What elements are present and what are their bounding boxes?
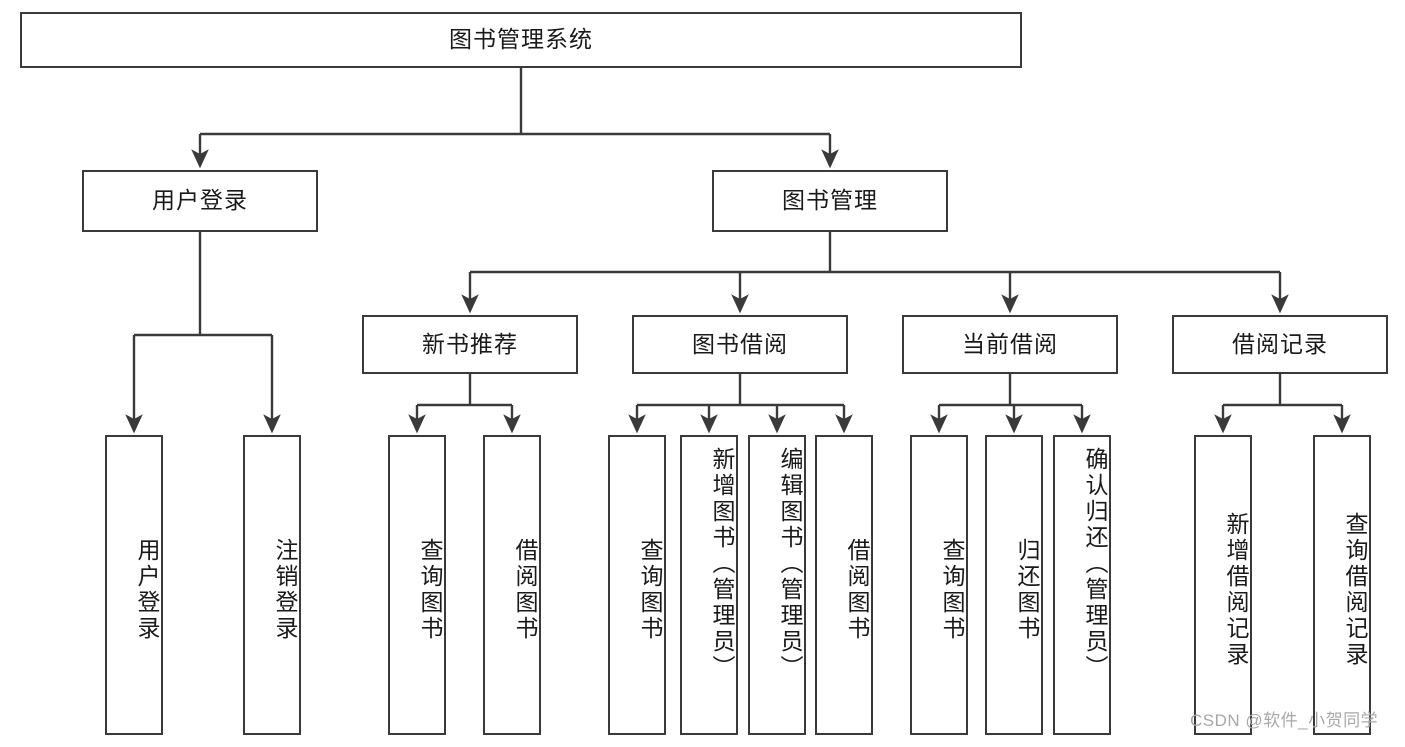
node-borrow-record[interactable]: 借阅记录 xyxy=(1172,315,1388,374)
leaf-cb-query-book[interactable]: 查询图书 xyxy=(910,435,968,735)
leaf-br-add-record[interactable]: 新增借阅记录 xyxy=(1194,435,1252,735)
node-label: 新增图书（管理员） xyxy=(709,447,735,681)
node-label: 确认归还（管理员） xyxy=(1082,447,1108,681)
node-label: 新书推荐 xyxy=(422,330,518,357)
leaf-bb-borrow-book[interactable]: 借阅图书 xyxy=(815,435,873,735)
csdn-watermark: CSDN @软件_小贺同学 xyxy=(1190,711,1379,730)
node-label: 当前借阅 xyxy=(962,330,1058,357)
leaf-cb-return-book[interactable]: 归还图书 xyxy=(985,435,1043,735)
leaf-bb-query-book[interactable]: 查询图书 xyxy=(608,435,666,735)
node-book-management[interactable]: 图书管理 xyxy=(712,170,948,232)
node-new-book-recommend[interactable]: 新书推荐 xyxy=(362,315,578,374)
node-book-borrow[interactable]: 图书借阅 xyxy=(632,315,848,374)
node-label: 新增借阅记录 xyxy=(1223,512,1249,668)
node-label: 图书管理系统 xyxy=(449,26,593,53)
leaf-bb-add-book[interactable]: 新增图书（管理员） xyxy=(680,435,738,735)
node-label: 查询图书 xyxy=(939,538,965,642)
node-label: 查询借阅记录 xyxy=(1342,512,1368,668)
leaf-cb-confirm-return[interactable]: 确认归还（管理员） xyxy=(1053,435,1111,735)
node-label: 查询图书 xyxy=(637,538,663,642)
node-label: 图书管理 xyxy=(782,187,878,214)
node-user-login[interactable]: 用户登录 xyxy=(82,170,318,232)
leaf-user-logout[interactable]: 注销登录 xyxy=(243,435,301,735)
leaf-bb-edit-book[interactable]: 编辑图书（管理员） xyxy=(748,435,806,735)
node-label: 借阅图书 xyxy=(512,538,538,642)
node-label: 查询图书 xyxy=(417,538,443,642)
node-label: 编辑图书（管理员） xyxy=(777,447,803,681)
node-label: 归还图书 xyxy=(1014,538,1040,642)
leaf-user-login[interactable]: 用户登录 xyxy=(105,435,163,735)
node-label: 图书借阅 xyxy=(692,330,788,357)
node-label: 用户登录 xyxy=(152,187,248,214)
node-label: 借阅图书 xyxy=(844,538,870,642)
node-current-borrow[interactable]: 当前借阅 xyxy=(902,315,1118,374)
node-root-system[interactable]: 图书管理系统 xyxy=(20,12,1022,68)
node-label: 注销登录 xyxy=(272,538,298,642)
node-label: 借阅记录 xyxy=(1232,330,1328,357)
leaf-nb-borrow-book[interactable]: 借阅图书 xyxy=(483,435,541,735)
leaf-nb-query-book[interactable]: 查询图书 xyxy=(388,435,446,735)
leaf-br-query-record[interactable]: 查询借阅记录 xyxy=(1313,435,1371,735)
node-label: 用户登录 xyxy=(134,538,160,642)
